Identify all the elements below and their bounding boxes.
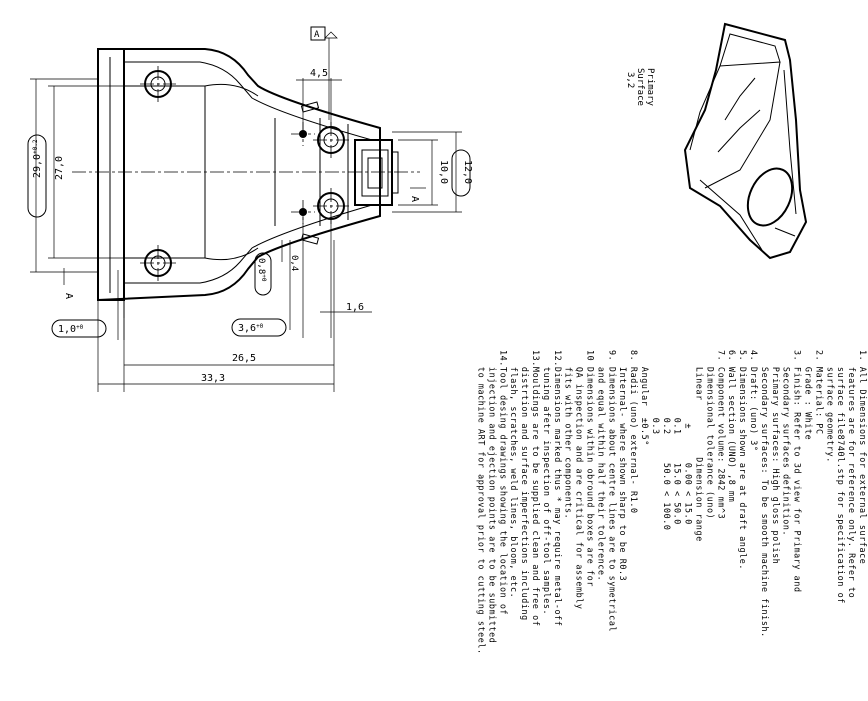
note-line: features are for reference only. Refer t… — [847, 350, 857, 598]
note-line: 2. Material: PC — [814, 350, 824, 435]
note-line: 8. Radii (uno) external- R1.0 — [629, 350, 639, 514]
note-line: Dimensional tolerance (uno) — [705, 350, 715, 519]
note-line: 0.3 — [651, 350, 661, 435]
note-line: QA inspection and are critical for assem… — [575, 350, 585, 610]
dim-12: 12,0 — [462, 160, 473, 184]
note-line: to machine ART for approval prior to cut… — [477, 350, 487, 655]
surface-label-line-1: Primary — [645, 68, 655, 107]
note-line: 4. Draft: (uno) 3° — [749, 350, 759, 452]
dim-27: 27,0 — [54, 156, 65, 180]
note-line: 1. All Dimensions for external surface — [858, 350, 868, 564]
dimension-lines — [30, 31, 462, 392]
section-a-right: A — [409, 196, 420, 202]
note-line: tuning afetr inspection of off-tool samp… — [542, 350, 552, 615]
dim-1-0: 1,0+0 — [58, 324, 84, 335]
note-line: flash, scratches, weld lines, bloom, etc… — [509, 350, 519, 598]
note-line: Linear Dimension range — [695, 350, 705, 542]
note-line: injection and ejection points are to be … — [487, 350, 497, 643]
dim-33-3: 33,3 — [201, 373, 225, 384]
note-line: Angular ±0.5° — [640, 350, 650, 446]
note-line: fits with other components. — [564, 350, 574, 519]
dim-0-4: 0,4 — [289, 255, 299, 271]
note-line: and equal within half their tolerence. — [596, 350, 606, 581]
note-line: ± 0.00 < 15.0 — [684, 350, 694, 525]
note-line: Primary surfaces: High gloss polish — [771, 350, 781, 564]
note-line: 12.Dimensions marked thus * may require … — [553, 350, 563, 626]
datum-a: A — [314, 30, 320, 40]
note-line: 6. Wall section (UNO) ,8 mm — [727, 350, 737, 502]
note-line: 3. Finish: Refer to 3d view for Primary … — [793, 350, 803, 593]
dim-0-8: 0,8+0 — [256, 258, 267, 282]
note-line: 0.2 50.0 < 100.0 — [662, 350, 672, 531]
mounting-holes — [144, 70, 345, 277]
note-line: Secondary surfaces definition. — [782, 350, 792, 536]
note-line: 9. Dimensions about centre lines are to … — [607, 350, 617, 632]
dim-3-6: 3,6+0 — [238, 323, 264, 334]
note-line: 7. Component volume: 2842 mm^3 — [716, 350, 726, 519]
note-line: Internal- where shown sharp to be R0.3 — [618, 350, 628, 581]
dim-1-6: 1,6 — [346, 302, 364, 313]
surface-label-line-2: Surface — [635, 68, 645, 106]
isometric-view — [683, 22, 808, 260]
dim-26-5: 26,5 — [232, 353, 256, 364]
part-outline — [97, 48, 399, 318]
note-line: 13.Mouldings are to be supplied clean an… — [531, 350, 541, 626]
note-line: 14.Tool desing drawings showing the loca… — [498, 350, 508, 615]
note-line: 5. Dimensions shown are at draft angle. — [738, 350, 748, 570]
note-line: surface file8740l.stp for specification … — [836, 350, 846, 604]
note-line: Grade : White — [804, 350, 814, 440]
note-line: surface geometry. — [825, 350, 835, 463]
drawing-notes: 1. All Dimensions for external surface f… — [477, 350, 868, 655]
note-line: 10 Dimensions within obround boxes are f… — [586, 350, 596, 587]
dim-4-5: 4,5 — [310, 68, 328, 79]
note-line: Secondary surfaces: To be smooth machine… — [760, 350, 770, 638]
note-line: 0.1 15.0 < 50.0 — [673, 350, 683, 525]
obround-boxes — [27, 26, 471, 338]
dim-10: 10,0 — [438, 160, 449, 184]
dimension-labels: 29,0+0.2 27,0 12,0 10,0 4,5 0,4 0,8+0 1,… — [32, 30, 473, 384]
surface-label: Primary Surface 3,2 — [625, 68, 655, 107]
note-line: distrtion and surface imperfections incl… — [520, 350, 530, 621]
surface-label-line-3: 3,2 — [625, 72, 635, 88]
section-a-bottom: A — [63, 293, 74, 299]
dim-29: 29,0+0.2 — [32, 139, 43, 178]
